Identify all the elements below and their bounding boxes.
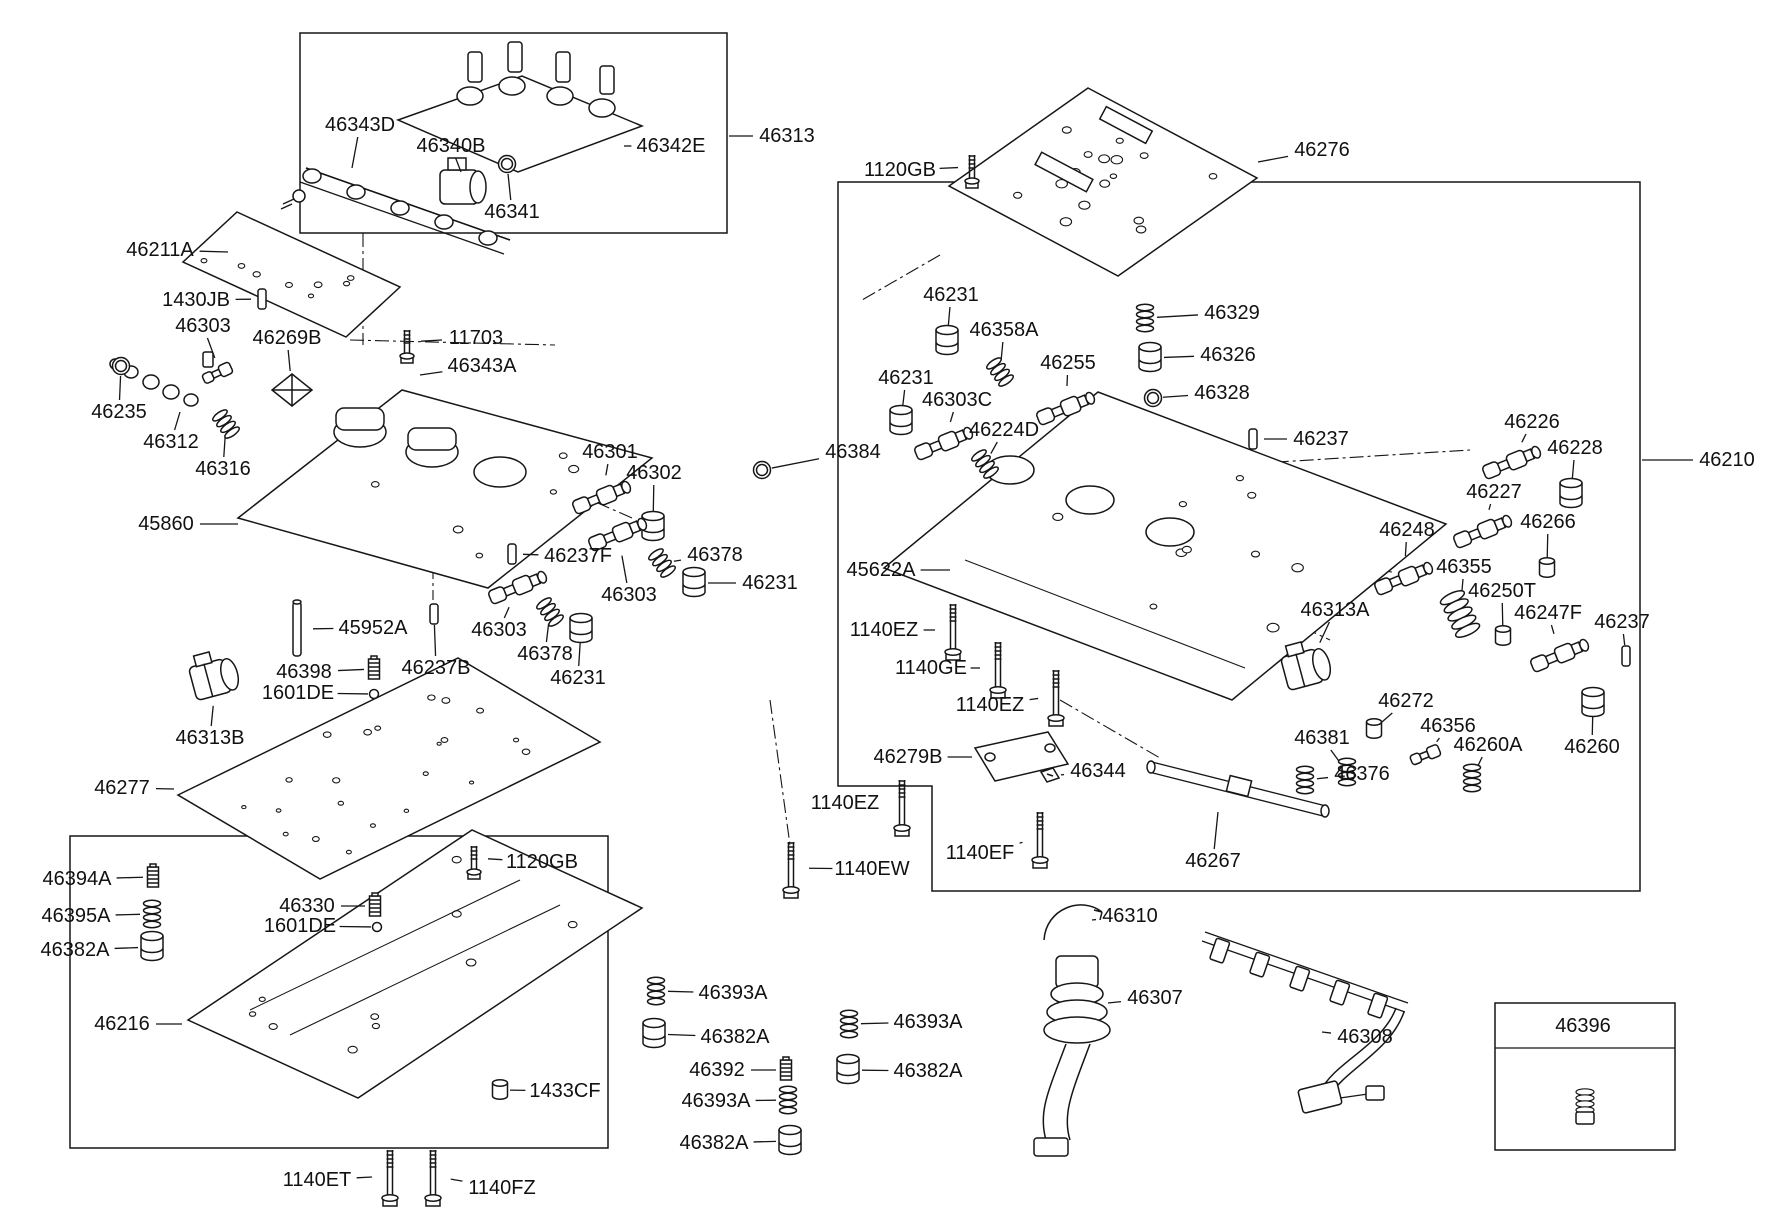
part-label-45952a-22: 45952A xyxy=(338,617,408,639)
part-label-46303-21: 46303 xyxy=(471,619,527,641)
part-label-46326-58: 46326 xyxy=(1200,344,1256,366)
part-label-46392-40: 46392 xyxy=(689,1059,745,1081)
part-label-46279b-65: 46279B xyxy=(873,746,943,768)
part-label-46382a-42: 46382A xyxy=(700,1026,770,1048)
part-label-46266-82: 46266 xyxy=(1520,511,1576,533)
part-label-46382a-46: 46382A xyxy=(893,1060,963,1082)
part-label-46356-72: 46356 xyxy=(1420,715,1476,737)
part-label-46342e-2: 46342E xyxy=(636,135,706,157)
part-label-46231-19: 46231 xyxy=(742,572,798,594)
part-label-46302-16: 46302 xyxy=(626,462,682,484)
part-label-1140ez-64: 1140EZ xyxy=(955,694,1025,716)
part-label-46381-73: 46381 xyxy=(1294,727,1350,749)
part-label-46303-7: 46303 xyxy=(175,315,231,337)
part-label-1140ge-63: 1140GE xyxy=(895,657,967,679)
part-label-46312-12: 46312 xyxy=(143,431,199,453)
part-label-46228-80: 46228 xyxy=(1547,437,1603,459)
part-label-46396-90: 46396 xyxy=(1555,1015,1611,1037)
part-label-46376-76: 46376 xyxy=(1334,763,1390,785)
part-label-46231-53: 46231 xyxy=(878,367,934,389)
part-label-46210-86: 46210 xyxy=(1699,449,1755,471)
part-label-46358a-51: 46358A xyxy=(969,319,1039,341)
part-label-46394a-30: 46394A xyxy=(42,868,112,890)
part-label-46378-23: 46378 xyxy=(517,643,573,665)
part-label-46393a-41: 46393A xyxy=(698,982,768,1004)
part-label-46313a-70: 46313A xyxy=(1300,599,1370,621)
part-label-46395a-31: 46395A xyxy=(41,905,111,927)
part-label-46267-69: 46267 xyxy=(1185,850,1241,872)
part-label-1140et-38: 1140ET xyxy=(282,1169,352,1191)
part-label-46310-87: 46310 xyxy=(1102,905,1158,927)
part-label-45860-14: 45860 xyxy=(138,513,194,535)
part-label-1601de-34: 1601DE xyxy=(263,915,337,937)
part-label-46247f-78: 46247F xyxy=(1514,602,1582,624)
part-label-46303-20: 46303 xyxy=(601,584,657,606)
part-label-1140fz-39: 1140FZ xyxy=(468,1177,536,1199)
part-label-46227-81: 46227 xyxy=(1466,481,1522,503)
part-label-46329-57: 46329 xyxy=(1204,302,1260,324)
part-label-46308-89: 46308 xyxy=(1337,1026,1393,1048)
part-label-46269b-8: 46269B xyxy=(252,327,322,349)
part-label-46248-83: 46248 xyxy=(1379,519,1435,541)
part-label-46307-88: 46307 xyxy=(1127,987,1183,1009)
part-label-46382a-44: 46382A xyxy=(679,1132,749,1154)
part-label-46313-4: 46313 xyxy=(759,125,815,147)
part-label-46398-26: 46398 xyxy=(276,661,332,683)
part-label-1430jb-6: 1430JB xyxy=(162,289,230,311)
part-label-1140ew-47: 1140EW xyxy=(834,858,910,880)
part-label-46343a-10: 46343A xyxy=(447,355,517,377)
part-label-46260a-74: 46260A xyxy=(1453,734,1523,756)
part-label-46344-68: 46344 xyxy=(1070,760,1126,782)
part-label-46341-3: 46341 xyxy=(484,201,540,223)
part-label-46316-13: 46316 xyxy=(195,458,251,480)
part-label-46235-11: 46235 xyxy=(91,401,147,423)
part-label-46277-29: 46277 xyxy=(94,777,150,799)
part-label-46276-49: 46276 xyxy=(1294,139,1350,161)
part-label-46384-56: 46384 xyxy=(825,441,881,463)
part-label-46301-15: 46301 xyxy=(582,441,638,463)
part-label-1120gb-35: 1120GB xyxy=(506,851,578,873)
part-label-1601de-27: 1601DE xyxy=(261,682,335,704)
part-label-1140ez-66: 1140EZ xyxy=(810,792,880,814)
part-label-45622a-61: 45622A xyxy=(846,559,916,581)
part-label-1140ef-67: 1140EF xyxy=(945,842,1015,864)
part-label-11703-9: 11703 xyxy=(448,327,504,349)
part-label-46255-52: 46255 xyxy=(1040,352,1096,374)
part-label-46303c-54: 46303C xyxy=(921,389,993,411)
part-label-46231-24: 46231 xyxy=(550,667,606,689)
part-label-46211a-5: 46211A xyxy=(126,239,194,261)
part-label-46226-79: 46226 xyxy=(1504,411,1560,433)
part-label-46224d-55: 46224D xyxy=(968,419,1040,441)
part-label-46355-84: 46355 xyxy=(1436,556,1492,578)
part-label-46340b-1: 46340B xyxy=(416,135,486,157)
part-label-46237b-25: 46237B xyxy=(401,657,471,679)
part-label-46260-75: 46260 xyxy=(1564,736,1620,758)
part-label-46393a-43: 46393A xyxy=(681,1090,751,1112)
part-label-46378-18: 46378 xyxy=(687,544,743,566)
part-label-46272-71: 46272 xyxy=(1378,690,1434,712)
part-label-46313b-28: 46313B xyxy=(175,727,245,749)
part-label-46393a-45: 46393A xyxy=(893,1011,963,1033)
part-label-1433cf-37: 1433CF xyxy=(529,1080,601,1102)
part-label-46231-50: 46231 xyxy=(923,284,979,306)
part-label-46328-59: 46328 xyxy=(1194,382,1250,404)
part-label-46237-77: 46237 xyxy=(1594,611,1650,633)
part-label-1120gb-48: 1120GB xyxy=(864,159,936,181)
part-label-46237f-17: 46237F xyxy=(544,545,612,567)
part-label-46237-60: 46237 xyxy=(1293,428,1349,450)
part-label-46382a-32: 46382A xyxy=(40,939,110,961)
part-label-1140ez-62: 1140EZ xyxy=(849,619,919,641)
part-label-46330-33: 46330 xyxy=(279,895,335,917)
part-label-46343d-0: 46343D xyxy=(324,114,396,136)
part-label-46250t-85: 46250T xyxy=(1468,580,1536,602)
part-label-46216-36: 46216 xyxy=(94,1013,150,1035)
